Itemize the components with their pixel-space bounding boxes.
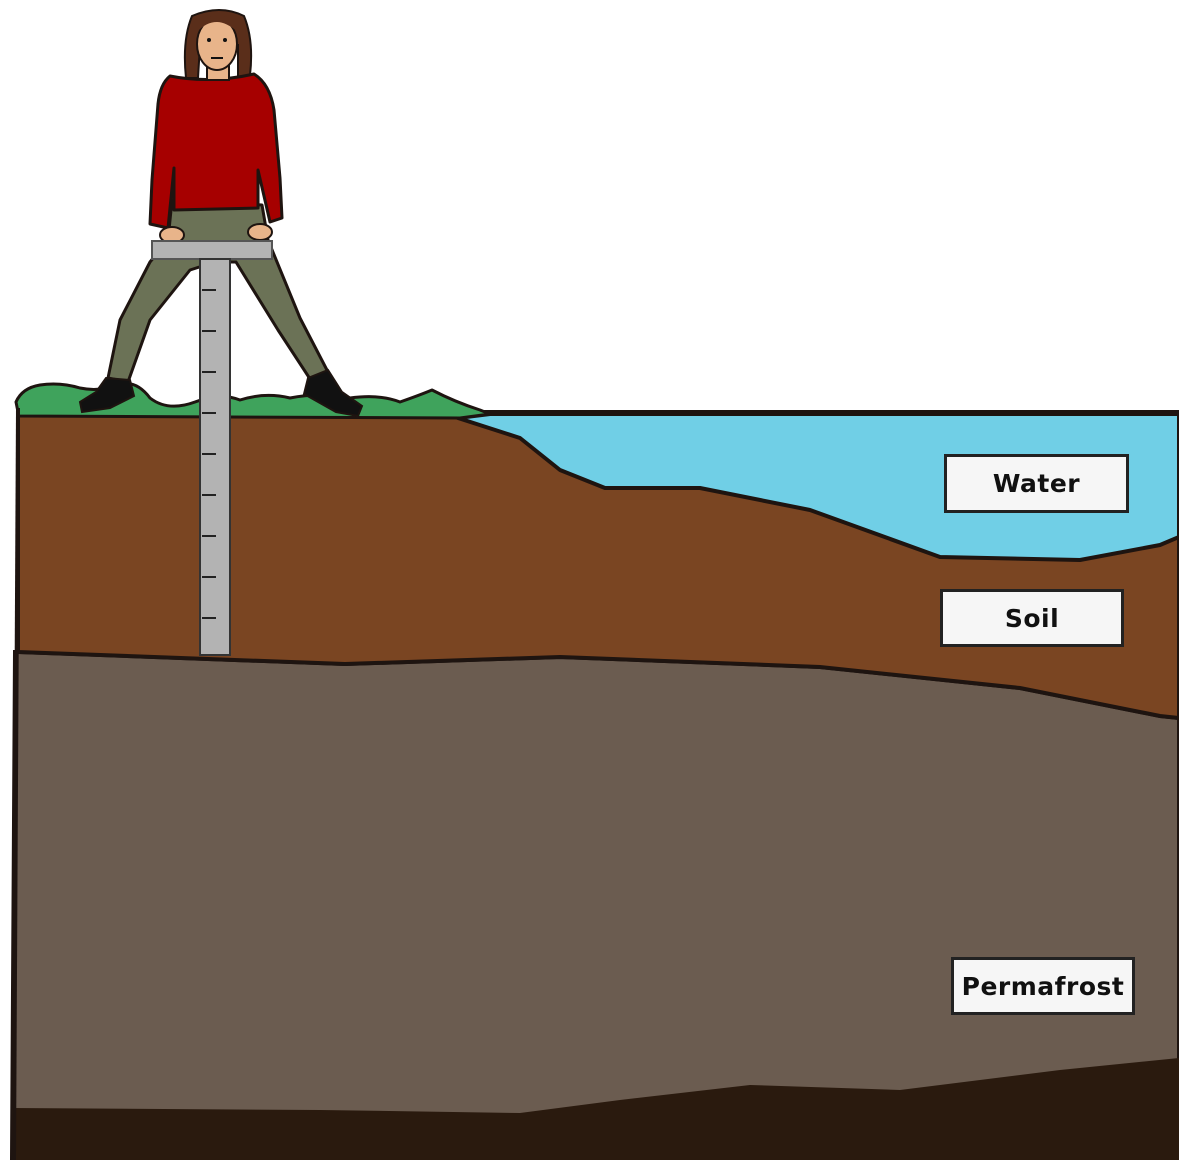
water-label: Water bbox=[944, 454, 1129, 513]
soil-label: Soil bbox=[940, 589, 1124, 647]
permafrost-label: Permafrost bbox=[951, 957, 1135, 1015]
person-right-eye bbox=[223, 38, 227, 42]
person-right-hand bbox=[248, 224, 272, 240]
person-left-eye bbox=[207, 38, 211, 42]
probe-handle bbox=[152, 241, 272, 259]
probe-shaft bbox=[200, 259, 230, 655]
